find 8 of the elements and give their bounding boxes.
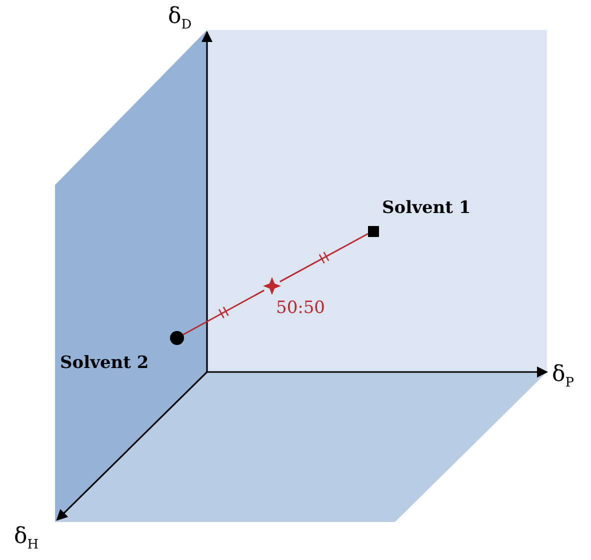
axis-label: δ$_{P}$ bbox=[552, 362, 574, 390]
connector-line bbox=[280, 232, 369, 282]
point-label: 50:50 bbox=[276, 298, 325, 318]
axis-label: δ$_{D}$ bbox=[168, 4, 192, 32]
point-label: Solvent 2 bbox=[60, 353, 149, 373]
connector-line bbox=[182, 290, 264, 336]
axis-label: δ$_{H}$ bbox=[14, 524, 39, 552]
point-label: Solvent 1 bbox=[382, 198, 471, 218]
